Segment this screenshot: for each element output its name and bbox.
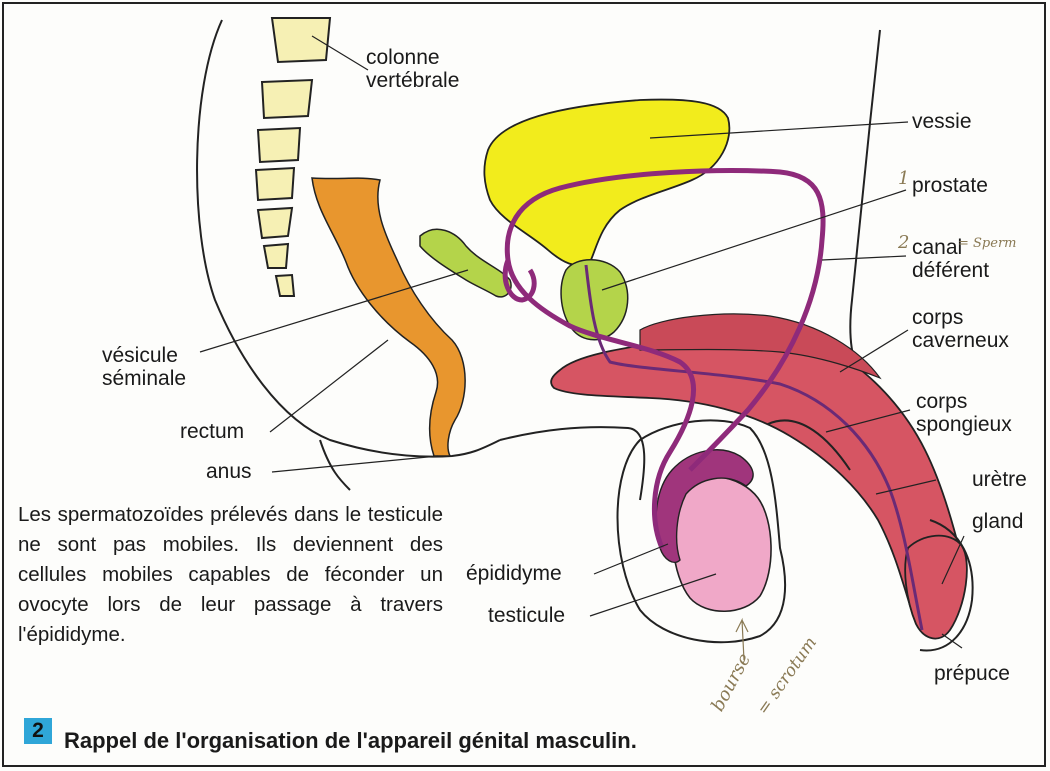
vessie-shape xyxy=(484,100,729,266)
vertebra xyxy=(256,168,294,200)
rectum-shape xyxy=(312,178,465,456)
label-prostate: prostate xyxy=(912,174,988,197)
vertebra xyxy=(272,18,330,62)
vertebra xyxy=(276,275,294,296)
vesicule-seminale-shape xyxy=(420,229,511,297)
leader-anus xyxy=(272,456,438,472)
handwritten-mark-1: 1 xyxy=(898,168,909,189)
vertebra xyxy=(264,244,288,268)
label-uretre: urètre xyxy=(972,468,1027,491)
vertebral-column xyxy=(256,18,330,296)
leader-prostate xyxy=(602,190,906,290)
label-gland: gland xyxy=(972,510,1023,533)
leader-canal xyxy=(822,256,906,260)
label-testicule: testicule xyxy=(488,604,565,627)
label-epididyme: épididyme xyxy=(466,562,562,585)
body-outline-front xyxy=(850,30,880,400)
vertebra xyxy=(262,80,312,118)
label-rectum: rectum xyxy=(180,420,244,443)
leader-epididyme xyxy=(594,544,668,574)
vertebra xyxy=(258,128,300,162)
label-vessie: vessie xyxy=(912,110,972,133)
leader-rectum xyxy=(270,340,388,432)
testicule-shape xyxy=(672,476,771,611)
figure-title: Rappel de l'organisation de l'appareil g… xyxy=(64,728,637,754)
body-paragraph: Les spermatozoïdes prélevés dans le test… xyxy=(18,500,443,650)
figure-number: 2 xyxy=(24,718,52,744)
handwritten-canal-note: = Sperm xyxy=(958,236,1017,251)
vertebra xyxy=(258,208,292,238)
handwritten-mark-2: 2 xyxy=(898,232,909,253)
label-prepuce: prépuce xyxy=(934,662,1010,685)
body-outline-perineum xyxy=(500,427,644,500)
label-anus: anus xyxy=(206,460,252,483)
